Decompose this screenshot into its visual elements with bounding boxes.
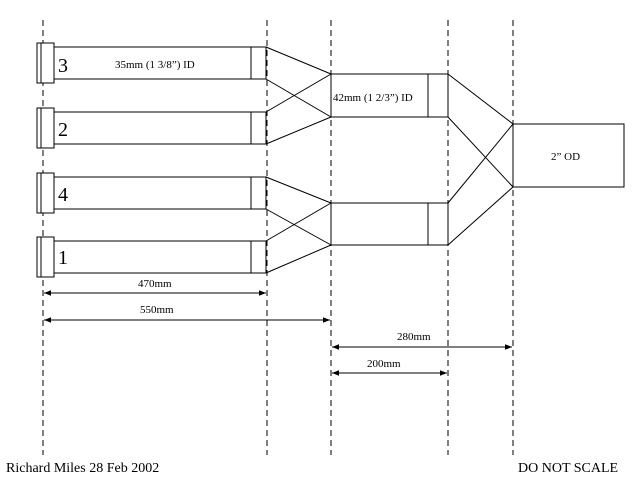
pipe-flange (36, 236, 55, 278)
dimension-470: 470mm (44, 278, 266, 296)
collector-size-label: 42mm (1 2/3”) ID (333, 92, 413, 104)
dimension-label: 280mm (397, 331, 431, 343)
pipe-flange (36, 172, 55, 214)
pipe-number: 3 (58, 55, 68, 77)
merge-line (265, 73, 332, 113)
pipe-size-label: 35mm (1 3/8”) ID (115, 59, 195, 71)
pipe-number: 2 (58, 119, 68, 141)
collector-body (330, 202, 449, 246)
dimension-550: 550mm (44, 304, 330, 323)
pipe-body (43, 111, 267, 145)
merge-lower (265, 176, 332, 274)
outlet-body (512, 123, 625, 188)
merge-line (265, 244, 332, 274)
secondary-pipe-lower (330, 202, 449, 246)
outlet-size-label: 2” OD (551, 151, 580, 163)
primary-pipe-3: 3 35mm (1 3/8”) ID (36, 42, 267, 84)
merge-line (447, 186, 514, 246)
pipe-number: 4 (58, 184, 68, 206)
merge-line (447, 123, 514, 204)
merge-line (447, 73, 514, 125)
merge-line (265, 176, 332, 204)
secondary-pipe-upper: 42mm (1 2/3”) ID (330, 73, 449, 118)
dimension-280: 280mm (332, 331, 512, 350)
merge-upper (265, 46, 332, 145)
primary-pipe-4: 4 (36, 172, 267, 214)
pipe-flange (36, 42, 55, 84)
pipe-body (43, 46, 267, 80)
merge-line (265, 208, 332, 246)
pipe-body (43, 240, 267, 274)
merge-final (447, 73, 514, 246)
outlet-pipe: 2” OD (512, 123, 625, 188)
merge-line (265, 116, 332, 145)
dimension-label: 550mm (140, 304, 174, 316)
scale-warning: DO NOT SCALE (518, 461, 618, 476)
pipe-body (43, 176, 267, 210)
primary-pipe-2: 2 (36, 107, 267, 149)
dimension-label: 470mm (138, 278, 172, 290)
pipe-number: 1 (58, 247, 68, 269)
primary-pipe-1: 1 (36, 236, 267, 278)
merge-line (265, 78, 332, 118)
dimension-label: 200mm (367, 358, 401, 370)
author-credit: Richard Miles 28 Feb 2002 (6, 461, 159, 476)
merge-line (265, 46, 332, 75)
merge-line (265, 202, 332, 242)
pipe-flange (36, 107, 55, 149)
dimension-200: 200mm (332, 358, 447, 376)
merge-line (447, 116, 514, 188)
